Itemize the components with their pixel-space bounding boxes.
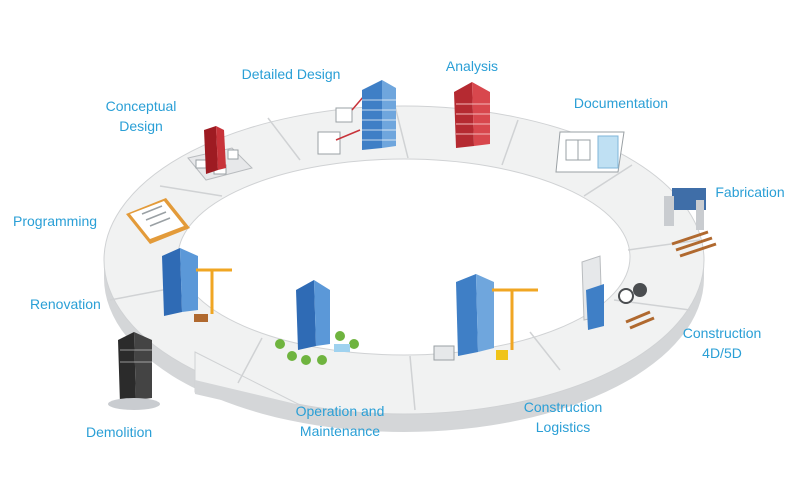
red-tower-icon [454, 82, 490, 148]
blue-tower-icon [317, 80, 396, 155]
stage-label-analysis: Analysis [440, 56, 504, 76]
stage-label-line: Construction [523, 399, 603, 415]
stage-label-line: 4D/5D [702, 345, 742, 361]
stage-label-documentation: Documentation [570, 93, 672, 113]
factory-icon [664, 188, 717, 258]
stage-label-line: Construction [682, 325, 762, 341]
stage-label-fabrication: Fabrication [712, 182, 788, 202]
stage-label-line: Demolition [86, 424, 153, 440]
stage-label-line: Renovation [30, 296, 101, 312]
stage-label-line: Logistics [535, 419, 591, 435]
construction-schedule-icon [581, 255, 655, 330]
stage-label-line: Detailed Design [241, 66, 341, 82]
stage-label-operation-maintenance: Operation and Maintenance [292, 401, 388, 441]
stage-label-line: Analysis [445, 58, 499, 74]
demolition-tower-icon [108, 332, 160, 410]
stage-label-demolition: Demolition [86, 422, 166, 442]
stage-label-programming: Programming [13, 211, 105, 231]
stage-label-line: Operation and [295, 403, 385, 419]
clipboard-icon [126, 198, 190, 244]
stage-label-construction-logistics: Construction Logistics [520, 397, 606, 437]
stage-label-detailed-design: Detailed Design [240, 64, 342, 84]
stage-label-line: Fabrication [715, 184, 785, 200]
finished-tower-icon [275, 280, 359, 365]
stage-label-conceptual-design: Conceptual Design [103, 96, 179, 136]
stage-label-line: Documentation [573, 95, 669, 111]
crane-site-icon [433, 274, 538, 361]
renovation-crane-icon [162, 248, 232, 322]
stage-label-line: Design [119, 118, 163, 134]
ring-band [103, 105, 705, 432]
stage-label-renovation: Renovation [30, 294, 110, 314]
stage-label-construction-4d-5d: Construction 4D/5D [680, 323, 764, 363]
stage-label-line: Maintenance [299, 423, 381, 439]
model-buildings-icon [187, 126, 253, 181]
floor-plan-icon [555, 131, 625, 173]
stage-label-line: Programming [13, 213, 98, 229]
stage-label-line: Conceptual [105, 98, 177, 114]
